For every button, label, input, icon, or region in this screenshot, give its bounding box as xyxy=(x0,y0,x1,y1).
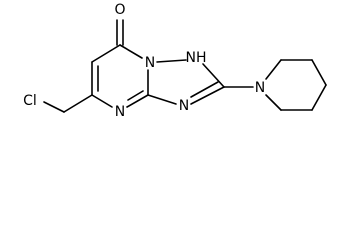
bond-c5-n4 xyxy=(91,94,113,108)
atom-labels: O Cl NH N N N N xyxy=(23,2,265,120)
bond-nh-c2 xyxy=(202,63,225,88)
molecule-structure-diagram: O Cl NH N N N N xyxy=(23,2,327,120)
atom-chlorine: Cl xyxy=(23,93,37,109)
atom-n-piperidine: N xyxy=(255,80,265,96)
bond-c3-c4 xyxy=(311,84,327,111)
atom-n-bridge: N xyxy=(145,55,155,71)
bond-npip-c1 xyxy=(265,59,282,80)
atom-n-lower: N xyxy=(115,104,125,120)
bond-c2-c3 xyxy=(311,59,327,86)
atom-nh: NH xyxy=(186,50,207,66)
bond-c2-n3-double xyxy=(190,81,219,98)
bond-n3-c3a xyxy=(147,94,177,105)
bond-c2-n3 xyxy=(190,86,225,105)
bond-c7-c6 xyxy=(91,44,121,63)
bond-n4-c3a-double xyxy=(127,90,144,101)
bond-c5-ch2 xyxy=(63,94,93,113)
bond-n8-c7 xyxy=(119,44,143,59)
bonds xyxy=(43,19,327,113)
bond-c5-npip xyxy=(265,94,282,111)
bond-ch2-cl xyxy=(43,101,65,113)
atom-oxygen: O xyxy=(114,2,125,18)
bond-n4-c3a xyxy=(126,94,149,108)
atom-n-right: N xyxy=(179,98,189,114)
bond-n8-nh xyxy=(156,59,187,63)
